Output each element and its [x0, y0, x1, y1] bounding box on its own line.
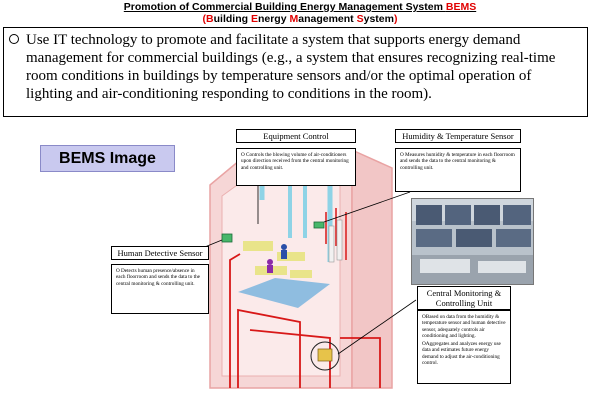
- central-unit-description-2: OAggregates and analyzes energy use data…: [422, 341, 501, 367]
- connector-humidity: [323, 191, 411, 223]
- control-room-illustration: [412, 199, 533, 284]
- title-acronym: BEMS: [445, 1, 477, 13]
- central-unit-title-line-2: Controlling Unit: [435, 298, 493, 308]
- red-pipe-3: [249, 329, 331, 388]
- red-pipe-1: [229, 253, 241, 388]
- water-tank-2: [336, 219, 343, 261]
- equipment-control-title: Equipment Control: [236, 129, 356, 143]
- connector-central: [337, 299, 417, 355]
- central-unit-device: [317, 348, 333, 362]
- title-line-2: (Building Energy Management System): [202, 13, 398, 25]
- central-unit-highlight: [310, 341, 340, 371]
- page-title: Promotion of Commercial Building Energy …: [0, 1, 600, 25]
- water-tank-1: [328, 225, 335, 263]
- central-unit-title: Central Monitoring & Controlling Unit: [417, 286, 511, 310]
- control-room-photo: [411, 198, 534, 285]
- central-unit-description-1: OBased on data from the humidity & tempe…: [422, 314, 506, 339]
- equipment-control-description: O Controls the blowing volume of air-con…: [241, 152, 349, 171]
- building-right-wall: [351, 148, 393, 389]
- red-pipe-5: [340, 337, 381, 388]
- red-pipe-4: [325, 208, 347, 260]
- humidity-sensor-body: O Measures humidity & temperature in eac…: [395, 148, 521, 192]
- person-body-2: [267, 265, 273, 273]
- human-sensor-title: Human Detective Sensor: [111, 246, 209, 260]
- person-head-1: [281, 244, 287, 250]
- red-pipe-2: [237, 308, 301, 388]
- central-unit-title-line-1: Central Monitoring &: [426, 288, 502, 298]
- bems-image-label: BEMS Image: [40, 145, 175, 172]
- central-unit-body: OBased on data from the humidity & tempe…: [417, 310, 511, 384]
- desk-1: [243, 241, 273, 251]
- person-head-2: [267, 259, 273, 265]
- person-body-1: [281, 250, 287, 259]
- desk-4: [290, 270, 312, 278]
- humidity-sensor-device: [313, 221, 325, 229]
- humidity-sensor-description: O Measures humidity & temperature in eac…: [400, 152, 515, 171]
- air-duct-branch: [288, 182, 307, 238]
- human-sensor-body: O Detects human presence/absence in each…: [111, 264, 209, 314]
- human-sensor-device: [221, 233, 233, 243]
- title-line-1: Promotion of Commercial Building Energy …: [123, 1, 477, 13]
- humidity-sensor-title: Humidity & Temperature Sensor: [395, 129, 521, 143]
- summary-box: Use IT technology to promote and facilit…: [3, 27, 588, 117]
- desk-2: [277, 252, 305, 261]
- human-sensor-description: O Detects human presence/absence in each…: [116, 268, 200, 287]
- summary-bullet-icon: [9, 34, 19, 44]
- equipment-control-body: O Controls the blowing volume of air-con…: [236, 148, 356, 186]
- office-floor: [238, 278, 330, 308]
- summary-text: Use IT technology to promote and facilit…: [26, 32, 556, 102]
